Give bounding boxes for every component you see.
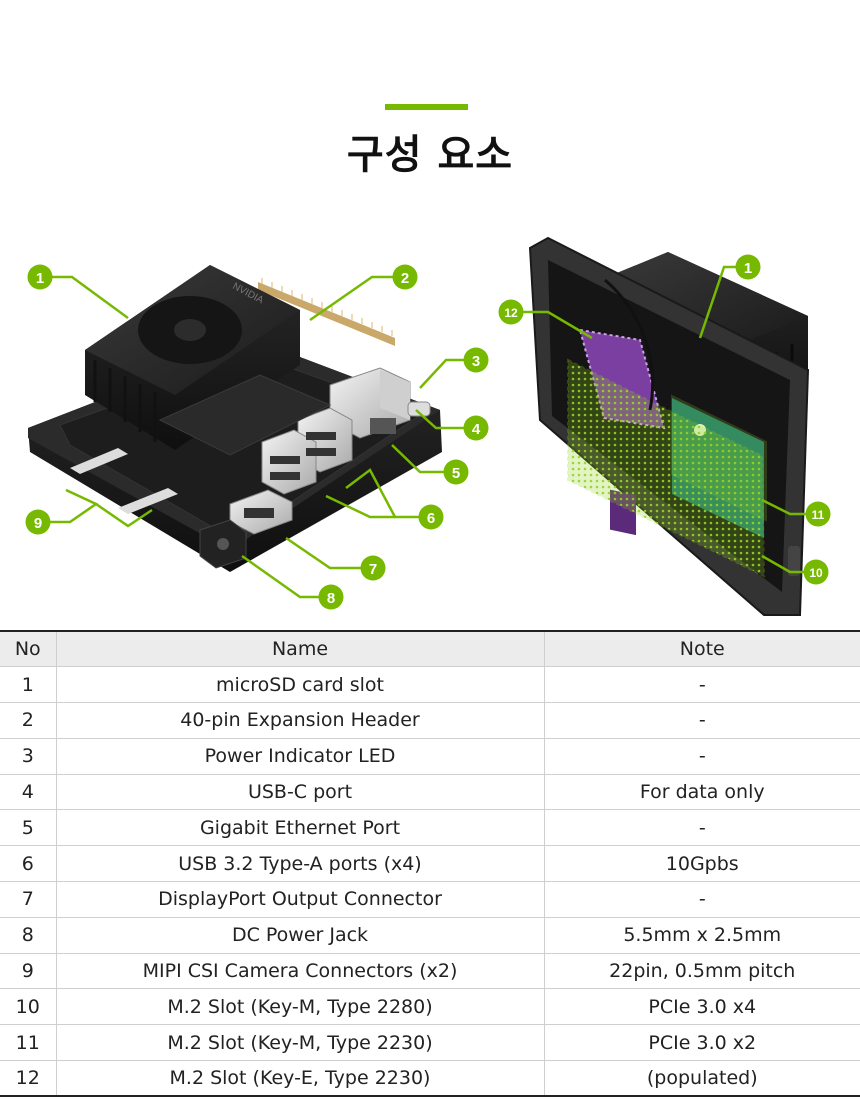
- table-header-row: No Name Note: [0, 630, 860, 668]
- badge-1-back: 1: [735, 254, 761, 280]
- header-no: No: [0, 630, 56, 668]
- title-accent-bar: [385, 104, 468, 110]
- cell-no: 1: [0, 666, 56, 704]
- cell-note: (populated): [543, 1060, 860, 1098]
- cell-name: Power Indicator LED: [55, 738, 544, 775]
- cell-name: USB-C port: [55, 774, 544, 811]
- svg-text:5: 5: [452, 465, 460, 482]
- page-title: 구성 요소: [346, 132, 514, 178]
- svg-text:4: 4: [472, 421, 481, 438]
- cell-no: 9: [0, 953, 56, 990]
- cell-no: 8: [0, 917, 56, 954]
- svg-text:9: 9: [34, 515, 42, 532]
- badge-1-front: 1: [27, 264, 53, 290]
- table-row: 12 M.2 Slot (Key-E, Type 2230) (populate…: [0, 1060, 860, 1098]
- badge-6: 6: [418, 504, 444, 530]
- svg-text:1: 1: [36, 270, 44, 287]
- cell-note: PCIe 3.0 x2: [543, 1024, 860, 1062]
- table-row: 1 microSD card slot -: [0, 666, 860, 704]
- cell-name: M.2 Slot (Key-E, Type 2230): [55, 1060, 544, 1098]
- table-row: 6 USB 3.2 Type-A ports (x4) 10Gpbs: [0, 845, 860, 883]
- cell-no: 3: [0, 738, 56, 775]
- cell-no: 2: [0, 702, 56, 739]
- table-row: 3 Power Indicator LED -: [0, 738, 860, 775]
- cell-no: 4: [0, 774, 56, 811]
- cell-note: -: [543, 881, 860, 918]
- cell-note: 5.5mm x 2.5mm: [543, 917, 860, 954]
- cell-note: -: [543, 702, 860, 739]
- cell-note: PCIe 3.0 x4: [543, 988, 860, 1026]
- cell-no: 6: [0, 845, 56, 883]
- cell-note: -: [543, 809, 860, 847]
- cell-no: 11: [0, 1024, 56, 1062]
- cell-note: -: [543, 666, 860, 704]
- cell-no: 10: [0, 988, 56, 1026]
- svg-text:3: 3: [472, 353, 480, 370]
- table-row: 10 M.2 Slot (Key-M, Type 2280) PCIe 3.0 …: [0, 988, 860, 1026]
- badge-9: 9: [25, 509, 51, 535]
- cell-no: 5: [0, 809, 56, 847]
- badge-10: 10: [803, 559, 829, 585]
- svg-text:8: 8: [327, 590, 335, 607]
- cell-note: 22pin, 0.5mm pitch: [543, 953, 860, 990]
- cell-name: MIPI CSI Camera Connectors (x2): [55, 953, 544, 990]
- table-row: 4 USB-C port For data only: [0, 774, 860, 811]
- badge-12: 12: [498, 299, 524, 325]
- cell-name: M.2 Slot (Key-M, Type 2230): [55, 1024, 544, 1062]
- svg-text:7: 7: [369, 561, 377, 578]
- table-row: 8 DC Power Jack 5.5mm x 2.5mm: [0, 917, 860, 954]
- cell-note: -: [543, 738, 860, 775]
- cell-name: USB 3.2 Type-A ports (x4): [55, 845, 544, 883]
- table-row: 9 MIPI CSI Camera Connectors (x2) 22pin,…: [0, 953, 860, 990]
- back-case-image: [528, 236, 810, 616]
- cell-note: 10Gpbs: [543, 845, 860, 883]
- table-row: 2 40-pin Expansion Header -: [0, 702, 860, 739]
- badge-8: 8: [318, 584, 344, 610]
- table-row: 7 DisplayPort Output Connector -: [0, 881, 860, 918]
- cell-name: microSD card slot: [55, 666, 544, 704]
- cell-name: 40-pin Expansion Header: [55, 702, 544, 739]
- cell-name: M.2 Slot (Key-M, Type 2280): [55, 988, 544, 1026]
- cell-name: DC Power Jack: [55, 917, 544, 954]
- badge-4: 4: [463, 415, 489, 441]
- badge-5: 5: [443, 459, 469, 485]
- cell-name: DisplayPort Output Connector: [55, 881, 544, 918]
- badge-11: 11: [805, 501, 831, 527]
- svg-text:10: 10: [809, 566, 823, 580]
- svg-text:1: 1: [744, 260, 752, 277]
- components-table: No Name Note 1 microSD card slot - 2 40-…: [0, 630, 860, 1098]
- table-row: 11 M.2 Slot (Key-M, Type 2230) PCIe 3.0 …: [0, 1024, 860, 1062]
- cell-no: 7: [0, 881, 56, 918]
- svg-text:6: 6: [427, 510, 435, 527]
- table-row: 5 Gigabit Ethernet Port -: [0, 809, 860, 847]
- badge-2: 2: [392, 264, 418, 290]
- svg-text:11: 11: [812, 508, 825, 522]
- cell-name: Gigabit Ethernet Port: [55, 809, 544, 847]
- header-name: Name: [55, 630, 544, 668]
- badge-3: 3: [463, 347, 489, 373]
- cell-no: 12: [0, 1060, 56, 1098]
- badge-7: 7: [360, 555, 386, 581]
- svg-text:12: 12: [504, 306, 518, 320]
- header-note: Note: [543, 630, 860, 668]
- components-figure: NVIDIA: [0, 220, 860, 620]
- cell-note: For data only: [543, 774, 860, 811]
- svg-text:2: 2: [401, 270, 409, 287]
- front-board-image: NVIDIA: [28, 265, 442, 572]
